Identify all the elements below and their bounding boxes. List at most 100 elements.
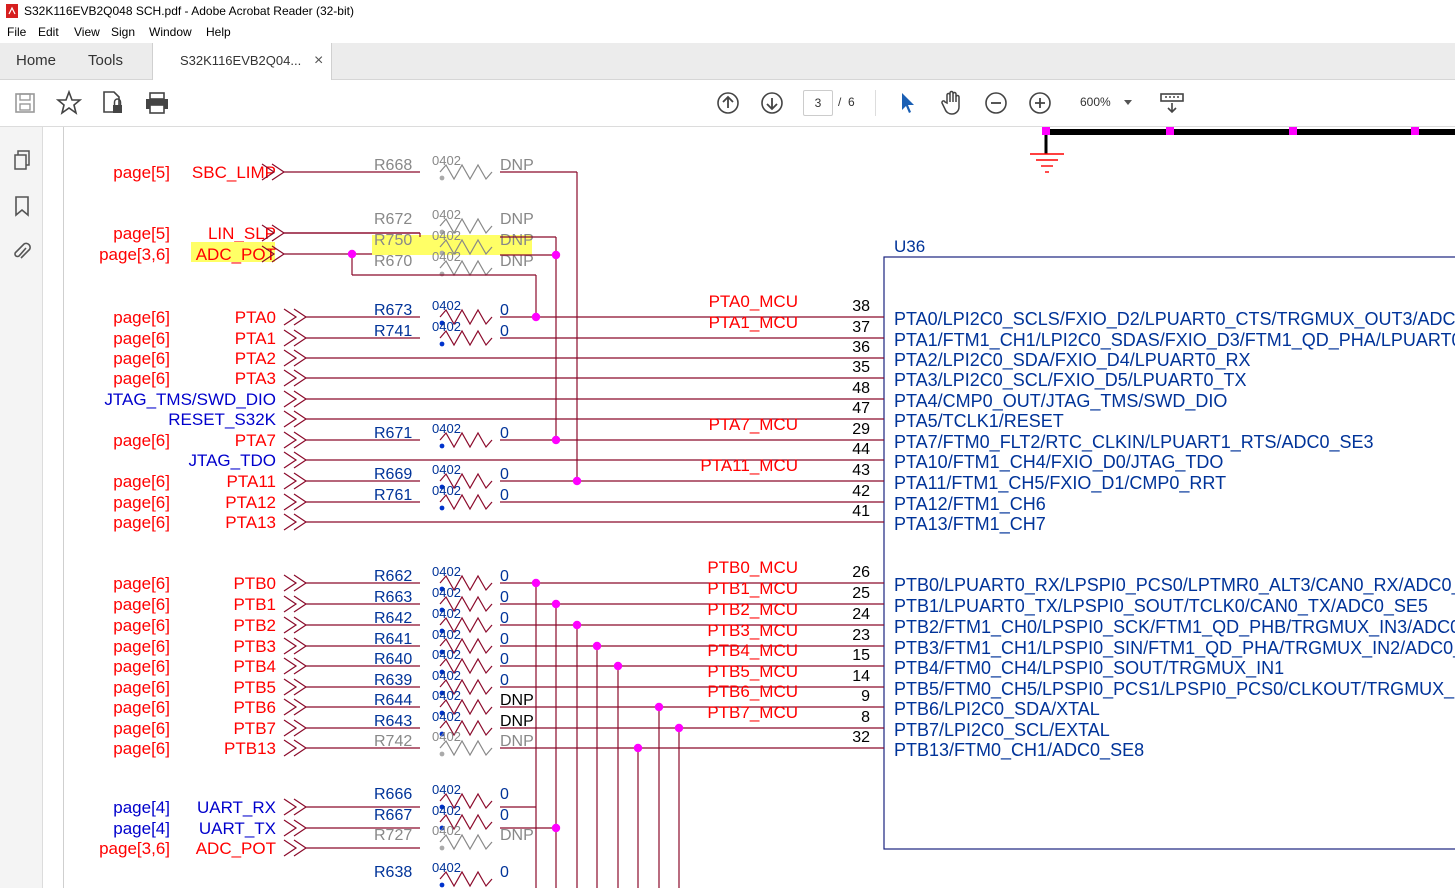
- zoom-dropdown-chevron-icon[interactable]: [1122, 99, 1134, 107]
- pin1-dot: [439, 804, 445, 810]
- pin-function: PTA10/FTM1_CH4/FXIO_D0/JTAG_TDO: [894, 452, 1223, 473]
- page-number-input[interactable]: 3: [803, 90, 833, 116]
- mcu-net-label: PTA1_MCU: [709, 313, 798, 332]
- junction-dot: [674, 723, 684, 733]
- close-tab-icon[interactable]: ×: [314, 52, 324, 69]
- tab-document[interactable]: S32K116EVB2Q04... ×: [152, 43, 332, 80]
- resistor-package: 0402: [432, 585, 461, 600]
- resistor-ref: R672: [374, 211, 412, 228]
- pin-number: 42: [852, 483, 870, 500]
- ic-reference: U36: [894, 237, 925, 256]
- resistor-package: 0402: [432, 153, 461, 168]
- menu-sign[interactable]: Sign: [111, 25, 136, 39]
- next-page-icon[interactable]: [760, 91, 784, 115]
- offpage-connector: [283, 616, 308, 634]
- net-page-ref: page[6]: [113, 431, 170, 450]
- resistor-symbol: [439, 259, 493, 277]
- pin1-dot: [439, 341, 445, 347]
- net-page-ref: page[6]: [113, 349, 170, 368]
- highlight-rect: [372, 235, 532, 255]
- pin1-dot: [439, 751, 445, 757]
- bookmarks-icon[interactable]: [13, 195, 31, 217]
- net-page-ref: page[4]: [113, 819, 170, 838]
- net-page-ref: page[3,6]: [99, 839, 170, 858]
- resistor-symbol: [439, 238, 493, 256]
- rail-junction: [1166, 127, 1174, 135]
- net-name: PTB0: [233, 574, 276, 593]
- net-name: PTA3: [235, 369, 276, 388]
- tab-tools[interactable]: Tools: [88, 52, 124, 69]
- menu-edit[interactable]: Edit: [38, 25, 59, 39]
- menu-help[interactable]: Help: [206, 25, 231, 39]
- net-name: PTA0: [235, 308, 276, 327]
- net-name: ADC_POT: [196, 839, 276, 858]
- net-name: UART_TX: [199, 819, 276, 838]
- zoom-out-icon[interactable]: [984, 91, 1008, 115]
- resistor-symbol: [439, 493, 493, 511]
- pin1-dot: [439, 484, 445, 490]
- resistor-package: 0402: [432, 483, 461, 498]
- hand-tool-icon[interactable]: [940, 89, 966, 117]
- pin-function: PTB13/FTM0_CH1/ADC0_SE8: [894, 740, 1144, 761]
- print-icon[interactable]: [144, 90, 170, 116]
- page-total-value: 6: [848, 95, 855, 109]
- zoom-in-icon[interactable]: [1028, 91, 1052, 115]
- pin-number: 9: [861, 688, 870, 705]
- junction-dot: [551, 599, 561, 609]
- resistor-ref: R639: [374, 672, 412, 689]
- net-page-ref: page[6]: [113, 329, 170, 348]
- offpage-connector: [283, 369, 308, 387]
- tab-home[interactable]: Home: [16, 52, 57, 69]
- resistor-ref: R668: [374, 157, 412, 174]
- resistor-ref: R640: [374, 651, 412, 668]
- resistor-value: 0: [500, 610, 509, 627]
- mcu-net-label: PTB0_MCU: [707, 558, 798, 577]
- resistor-value: 0: [500, 807, 509, 824]
- net-page-ref: page[6]: [113, 637, 170, 656]
- resistor-ref: R644: [374, 692, 412, 709]
- pin-function: PTA11/FTM1_CH5/FXIO_D1/CMP0_RRT: [894, 473, 1226, 494]
- previous-page-icon[interactable]: [716, 91, 740, 115]
- net-name: PTB6: [233, 698, 276, 717]
- resistor-symbol: [439, 657, 493, 675]
- menu-view[interactable]: View: [74, 25, 100, 39]
- resistor-value: 0: [500, 425, 509, 442]
- pin1-dot: [439, 710, 445, 716]
- pin-number: 23: [852, 627, 870, 644]
- menu-window[interactable]: Window: [149, 25, 192, 39]
- net-name: UART_RX: [197, 798, 276, 817]
- mcu-net-label: PTB7_MCU: [707, 703, 798, 722]
- resistor-value: 0: [500, 651, 509, 668]
- resistor-symbol: [439, 217, 493, 235]
- resistor-ref: R673: [374, 302, 412, 319]
- net-name: PTB7: [233, 719, 276, 738]
- net-name: PTB5: [233, 678, 276, 697]
- resistor-symbol: [439, 308, 493, 326]
- pin1-dot: [439, 607, 445, 613]
- resistor-package: 0402: [432, 803, 461, 818]
- page-left-edge: [63, 127, 64, 888]
- protect-document-icon[interactable]: [101, 90, 125, 116]
- select-tool-icon[interactable]: [896, 90, 918, 116]
- toolbar: [0, 80, 1455, 127]
- net-name: ADC_POT: [196, 245, 276, 264]
- zoom-level[interactable]: 600%: [1070, 90, 1140, 114]
- menu-file[interactable]: File: [7, 25, 27, 39]
- resistor-value: DNP: [500, 157, 534, 174]
- pin1-dot: [439, 586, 445, 592]
- resistor-ref: R750: [374, 232, 412, 249]
- pin-number: 47: [852, 400, 870, 417]
- junction-dot: [592, 641, 602, 651]
- resistor-value: DNP: [500, 713, 534, 730]
- keyboard-tools-icon[interactable]: [1158, 90, 1186, 116]
- page-thumbnails-icon[interactable]: [12, 149, 32, 171]
- net-page-ref: page[6]: [113, 595, 170, 614]
- rail-junction: [1289, 127, 1297, 135]
- save-icon[interactable]: [14, 92, 36, 114]
- resistor-package: 0402: [432, 688, 461, 703]
- attachments-icon[interactable]: [12, 241, 32, 263]
- resistor-ref: R662: [374, 568, 412, 585]
- resistor-symbol: [439, 719, 493, 737]
- star-icon[interactable]: [56, 90, 82, 116]
